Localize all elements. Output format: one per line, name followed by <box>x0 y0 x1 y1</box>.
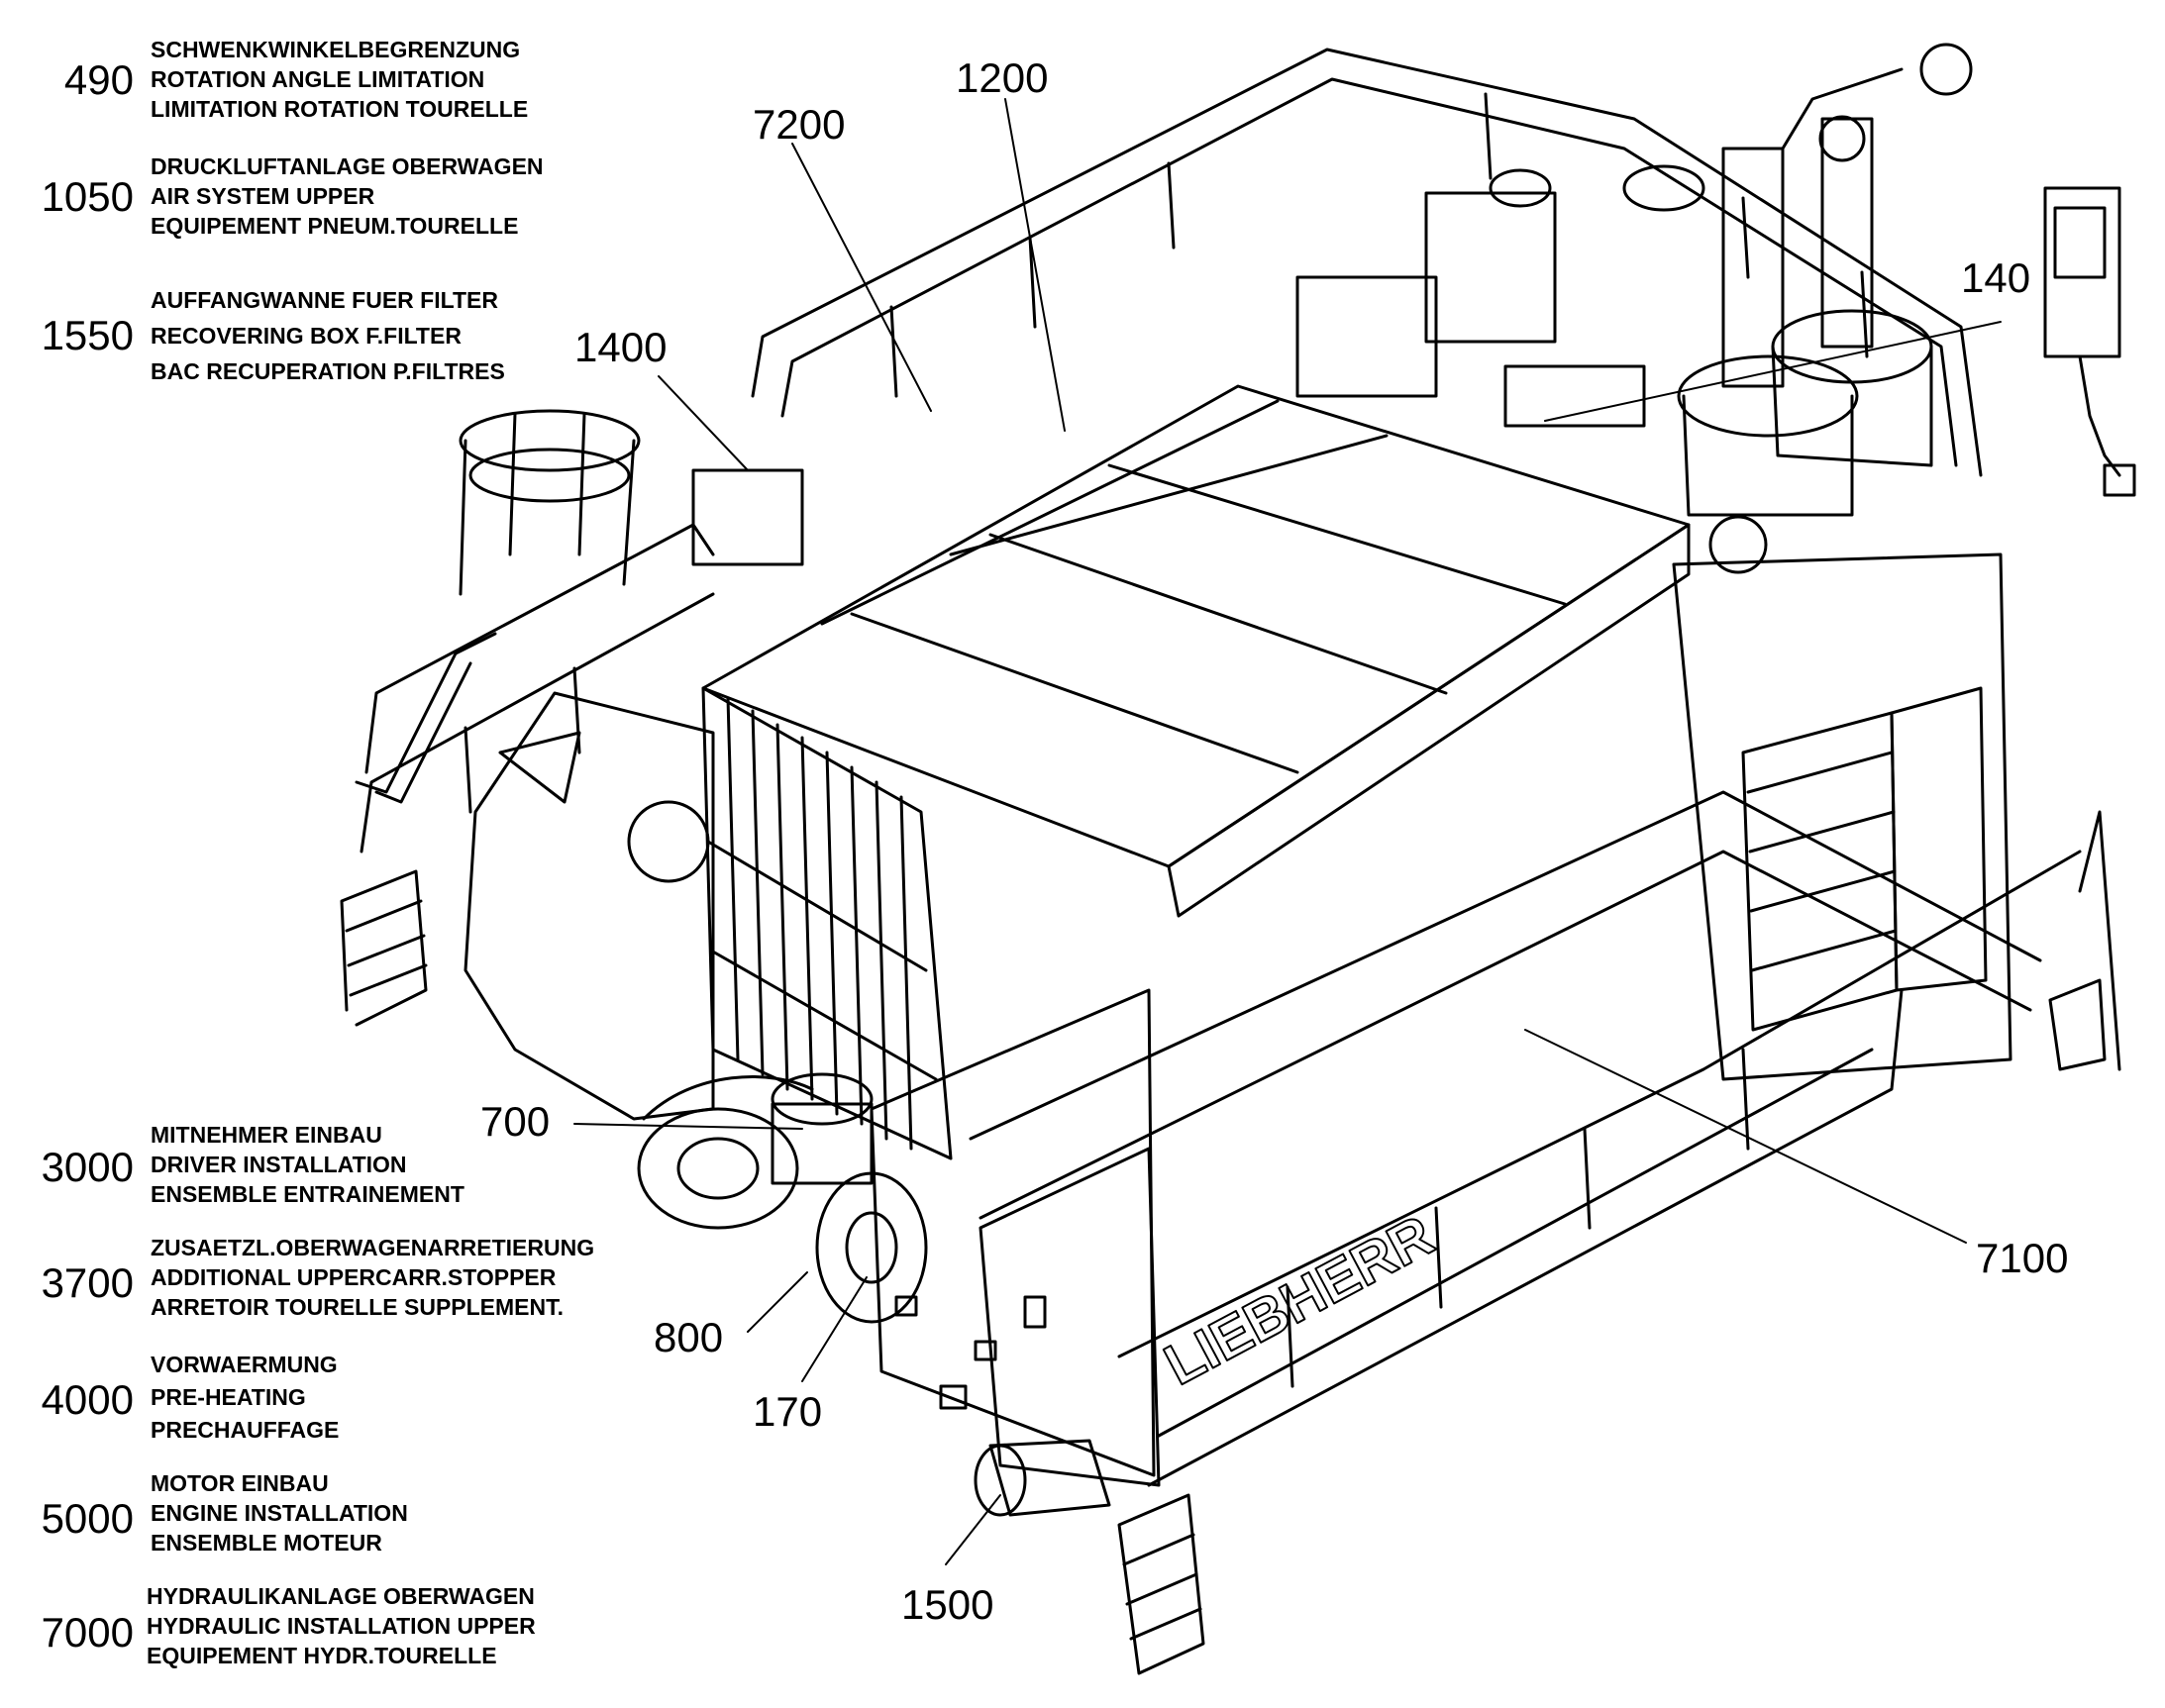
legend-line-de: ZUSAETZL.OBERWAGENARRETIERUNG <box>151 1235 595 1260</box>
legend-line-en: AIR SYSTEM UPPER <box>151 183 375 209</box>
legend-line-fr: ENSEMBLE MOTEUR <box>151 1530 382 1556</box>
legend-line-fr: BAC RECUPERATION P.FILTRES <box>151 358 505 384</box>
leader-7200 <box>791 143 932 412</box>
callout-1200: 1200 <box>956 54 1049 101</box>
legend-number: 3000 <box>41 1144 134 1190</box>
legend-line-de: VORWAERMUNG <box>151 1352 338 1377</box>
engine-block-right <box>1672 553 2012 1081</box>
legend-number: 1050 <box>41 173 134 220</box>
legend-number: 3700 <box>41 1259 134 1306</box>
legend-line-en: ENGINE INSTALLATION <box>151 1500 408 1526</box>
leader-800 <box>747 1271 808 1333</box>
legend-number: 5000 <box>41 1495 134 1542</box>
callout-7200: 7200 <box>753 101 846 148</box>
legend-number: 4000 <box>41 1376 134 1423</box>
swing-drive <box>637 1072 928 1324</box>
legend-line-de: MITNEHMER EINBAU <box>151 1122 382 1148</box>
legend-line-fr: PRECHAUFFAGE <box>151 1417 340 1443</box>
brand-lettering: LIEBHERR <box>1155 1203 1444 1398</box>
legend-line-en: RECOVERING BOX F.FILTER <box>151 323 462 349</box>
filter-unit <box>2043 186 2136 497</box>
tank-1500 <box>974 1439 1111 1517</box>
legend-line-de: MOTOR EINBAU <box>151 1470 329 1496</box>
legend-line-fr: EQUIPEMENT HYDR.TOURELLE <box>147 1643 497 1668</box>
rear-railing <box>751 48 1983 477</box>
callout-7100: 7100 <box>1976 1235 2069 1281</box>
legend-number: 1550 <box>41 312 134 358</box>
engine-hood <box>701 384 1691 918</box>
legend-description: DRUCKLUFTANLAGE OBERWAGEN AIR SYSTEM UPP… <box>151 151 544 241</box>
legend-line-en: PRE-HEATING <box>151 1384 306 1410</box>
legend-description: MITNEHMER EINBAU DRIVER INSTALLATION ENS… <box>151 1120 464 1209</box>
legend-number: 490 <box>63 56 134 103</box>
leader-700 <box>573 1123 803 1130</box>
legend-line-en: DRIVER INSTALLATION <box>151 1152 407 1177</box>
callout-800: 800 <box>654 1314 724 1360</box>
legend-line-en: HYDRAULIC INSTALLATION UPPER <box>147 1613 536 1639</box>
legend-line-fr: EQUIPEMENT PNEUM.TOURELLE <box>151 213 519 239</box>
legend-line-en: ADDITIONAL UPPERCARR.STOPPER <box>151 1264 557 1290</box>
exhaust-stacks <box>1677 43 1973 574</box>
legend-line-de: HYDRAULIKANLAGE OBERWAGEN <box>147 1583 535 1609</box>
leader-140 <box>1544 321 2002 422</box>
legend-line-fr: LIMITATION ROTATION TOURELLE <box>151 96 529 122</box>
left-stair <box>340 869 428 1027</box>
legend-number: 7000 <box>41 1609 134 1656</box>
front-walkway <box>969 790 2082 1487</box>
legend-description: VORWAERMUNG PRE-HEATING PRECHAUFFAGE <box>151 1349 339 1447</box>
legend-description: AUFFANGWANNE FUER FILTER RECOVERING BOX … <box>151 282 505 389</box>
left-ladder-cage <box>355 409 641 804</box>
callout-170: 170 <box>753 1388 823 1435</box>
leader-1200 <box>1004 98 1066 432</box>
callout-700: 700 <box>480 1098 551 1145</box>
legend-line-en: ROTATION ANGLE LIMITATION <box>151 66 485 92</box>
legend-line-fr: ENSEMBLE ENTRAINEMENT <box>151 1181 464 1207</box>
radiator-grille <box>701 686 953 1160</box>
counterweight-body <box>464 691 715 1121</box>
leader-1400 <box>658 375 749 471</box>
legend-line-de: DRUCKLUFTANLAGE OBERWAGEN <box>151 153 544 179</box>
legend-line-de: AUFFANGWANNE FUER FILTER <box>151 287 498 313</box>
front-stair <box>1117 1493 1205 1675</box>
leader-170 <box>801 1276 868 1382</box>
callout-1400: 1400 <box>574 324 668 370</box>
callout-140: 140 <box>1961 254 2031 301</box>
leader-lines <box>573 98 2002 1565</box>
right-stair <box>2048 810 2121 1071</box>
front-panel <box>870 988 1156 1477</box>
leader-7100 <box>1524 1029 1967 1244</box>
callout-1500: 1500 <box>901 1581 994 1628</box>
legend-description: SCHWENKWINKELBEGRENZUNG ROTATION ANGLE L… <box>151 35 528 124</box>
legend-description: ZUSAETZL.OBERWAGENARRETIERUNG ADDITIONAL… <box>151 1233 594 1322</box>
leader-1500 <box>945 1494 1001 1565</box>
legend-description: MOTOR EINBAU ENGINE INSTALLATION ENSEMBL… <box>151 1468 408 1557</box>
top-components <box>691 164 1705 566</box>
legend-description: HYDRAULIKANLAGE OBERWAGEN HYDRAULIC INST… <box>147 1581 536 1670</box>
legend-line-fr: ARRETOIR TOURELLE SUPPLEMENT. <box>151 1294 565 1320</box>
legend-line-de: SCHWENKWINKELBEGRENZUNG <box>151 37 521 62</box>
